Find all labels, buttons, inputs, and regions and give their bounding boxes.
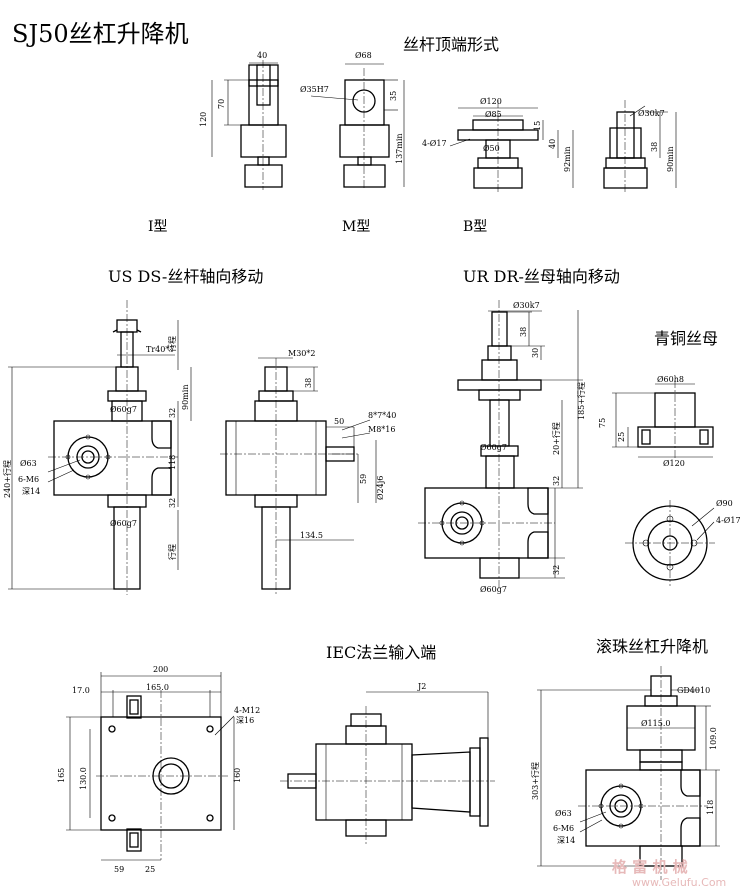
heading-top-forms: 丝杆顶端形式 bbox=[403, 35, 499, 54]
dim-plan-165w: 165.0 bbox=[146, 683, 169, 692]
dim-ur-32a: 32 bbox=[552, 476, 561, 486]
m-type-view bbox=[310, 63, 405, 190]
dim-b-d85: Ø85 bbox=[485, 110, 502, 119]
dim-m-bore: Ø35H7 bbox=[300, 85, 329, 94]
dim-us-depth: 深14 bbox=[22, 487, 40, 496]
dim-plan-17: 17.0 bbox=[72, 686, 90, 695]
dim-us-32a: 32 bbox=[168, 408, 177, 418]
dim-us-32b: 32 bbox=[168, 498, 177, 508]
dim-k-d30: Ø30k7 bbox=[638, 109, 665, 118]
dim-plan-59: 59 bbox=[114, 865, 124, 874]
ur-dr-front-view bbox=[418, 300, 583, 590]
dim-b-holes: 4-Ø17 bbox=[422, 139, 447, 148]
plan-view bbox=[66, 672, 235, 861]
k-type-view bbox=[603, 100, 677, 192]
dim-k-38: 38 bbox=[650, 142, 659, 152]
dim-bs-118: 118 bbox=[706, 800, 715, 815]
dim-i-120: 120 bbox=[199, 112, 208, 127]
watermark-cn: 格 富 机 械 bbox=[612, 858, 688, 876]
dim-plan-130: 130.0 bbox=[79, 767, 88, 790]
dim-us-m6: 6-M6 bbox=[18, 475, 39, 484]
dim-side-m8: M8*16 bbox=[368, 425, 395, 434]
label-i-type: I型 bbox=[148, 219, 168, 235]
dim-m-35: 35 bbox=[389, 91, 398, 101]
dim-plan-25: 25 bbox=[145, 865, 155, 874]
dim-bs-m6: 6-M6 bbox=[553, 824, 574, 833]
dim-ur-d60-top: Ø60g7 bbox=[480, 443, 507, 452]
dim-side-d24: Ø24j6 bbox=[376, 476, 385, 500]
dim-us-90: 90min bbox=[181, 385, 190, 410]
dim-m-d68: Ø68 bbox=[355, 51, 372, 60]
dim-bs-depth: 深14 bbox=[557, 836, 575, 845]
dim-side-m30: M30*2 bbox=[288, 349, 315, 358]
us-ds-front-view bbox=[8, 300, 192, 595]
dim-side-134: 134.5 bbox=[300, 531, 323, 540]
dim-plan-160: 160 bbox=[233, 768, 242, 783]
dim-ur-30: 30 bbox=[531, 348, 540, 358]
dim-b-d50: Ø50 bbox=[483, 144, 500, 153]
dim-side-key: 8*7*40 bbox=[368, 411, 396, 420]
dim-bs-109: 109.0 bbox=[709, 727, 718, 750]
heading-us-ds: US DS-丝杆轴向移动 bbox=[108, 267, 263, 286]
heading-iec-flange: IEC法兰输入端 bbox=[326, 643, 436, 662]
dim-ur-d30: Ø30k7 bbox=[513, 301, 540, 310]
side-view bbox=[220, 357, 377, 595]
dim-plan-depth: 深16 bbox=[236, 716, 254, 725]
dim-bs-d115: Ø115.0 bbox=[641, 719, 670, 728]
dim-us-d63: Ø63 bbox=[20, 459, 37, 468]
dim-bs-303: 303+行程 bbox=[530, 762, 540, 800]
dim-nut-25: 25 bbox=[617, 432, 626, 442]
b-type-view bbox=[449, 100, 574, 192]
dim-i-width: 40 bbox=[257, 51, 267, 60]
dim-ur-185: 185+行程 bbox=[576, 382, 586, 420]
dim-nut-75: 75 bbox=[598, 418, 607, 428]
dim-plan-m12: 4-M12 bbox=[234, 706, 260, 715]
dim-b-40: 40 bbox=[548, 139, 557, 149]
ball-screw-view bbox=[537, 666, 720, 880]
dim-iec-j2: J2 bbox=[417, 682, 426, 691]
watermark-en: www.Gelufu.Com bbox=[632, 876, 726, 889]
heading-bronze-nut: 青铜丝母 bbox=[654, 329, 718, 348]
dim-us-stroke: 行程 bbox=[167, 336, 177, 352]
dim-k-90: 90min bbox=[666, 147, 675, 172]
heading-ur-dr: UR DR-丝母轴向移动 bbox=[463, 267, 620, 286]
dim-plan-165h: 165 bbox=[57, 768, 66, 783]
dim-us-stroke-bot: 行程 bbox=[167, 544, 177, 560]
dim-b-d120: Ø120 bbox=[480, 97, 502, 106]
dim-us-240: 240+行程 bbox=[2, 460, 12, 498]
dim-us-d60-top: Ø60g7 bbox=[110, 405, 137, 414]
dim-ur-38: 38 bbox=[519, 327, 528, 337]
dim-side-59: 59 bbox=[359, 474, 368, 484]
dim-ur-20: 20+行程 bbox=[551, 422, 561, 455]
dim-side-38: 38 bbox=[304, 378, 313, 388]
dim-plan-200: 200 bbox=[153, 665, 168, 674]
dim-b-15: 15 bbox=[533, 121, 542, 131]
dim-bs-gd: GD4010 bbox=[677, 686, 710, 695]
drawing-title: SJ50丝杠升降机 bbox=[12, 20, 189, 48]
dim-ur-d60-bot: Ø60g7 bbox=[480, 585, 507, 594]
bronze-nut-top-view bbox=[625, 500, 715, 586]
dim-i-70: 70 bbox=[217, 99, 226, 109]
dim-m-137: 137min bbox=[395, 133, 404, 164]
bronze-nut-side-view bbox=[612, 380, 714, 460]
dim-us-tr: Tr40*7 bbox=[146, 345, 174, 354]
dim-side-50: 50 bbox=[334, 417, 344, 426]
dim-ur-32b: 32 bbox=[552, 565, 561, 575]
i-type-view bbox=[211, 60, 287, 190]
dim-nut-d120: Ø120 bbox=[663, 459, 685, 468]
label-b-type: B型 bbox=[463, 219, 487, 235]
dim-b-92: 92min bbox=[563, 147, 572, 172]
label-m-type: M型 bbox=[342, 219, 370, 235]
heading-ball-screw: 滚珠丝杠升降机 bbox=[596, 637, 708, 656]
dim-nut-d90: Ø90 bbox=[716, 499, 733, 508]
dim-us-118: 118 bbox=[168, 455, 177, 470]
dim-nut-d60: Ø60h8 bbox=[657, 375, 684, 384]
dim-bs-d63: Ø63 bbox=[555, 809, 572, 818]
dim-nut-holes: 4-Ø17 bbox=[716, 516, 741, 525]
dim-us-d60-bot: Ø60g7 bbox=[110, 519, 137, 528]
iec-flange-view bbox=[280, 691, 495, 845]
